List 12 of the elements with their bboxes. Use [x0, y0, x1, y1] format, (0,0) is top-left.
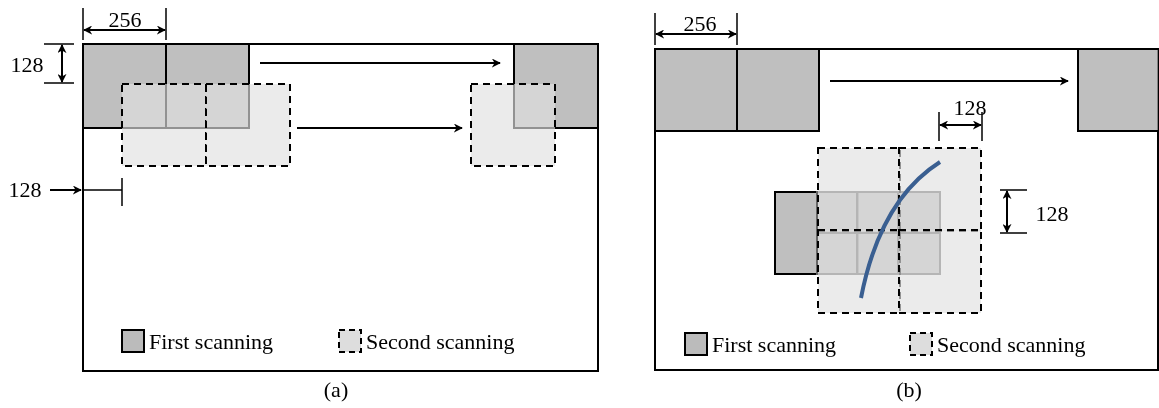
dimension-label: 128 [953, 97, 987, 119]
panel-caption: (a) [323, 379, 349, 401]
dimension-label: 256 [683, 13, 717, 35]
dimension-label: 128 [10, 54, 44, 76]
legend-label: Second scanning [937, 334, 1086, 356]
dimension-label: 128 [8, 179, 42, 201]
dimension-label: 128 [1035, 203, 1069, 225]
panel-caption: (b) [896, 379, 922, 401]
legend-label: First scanning [149, 331, 274, 353]
legend-label: Second scanning [366, 331, 515, 353]
dimension-label: 256 [108, 9, 142, 31]
legend-label: First scanning [712, 334, 837, 356]
